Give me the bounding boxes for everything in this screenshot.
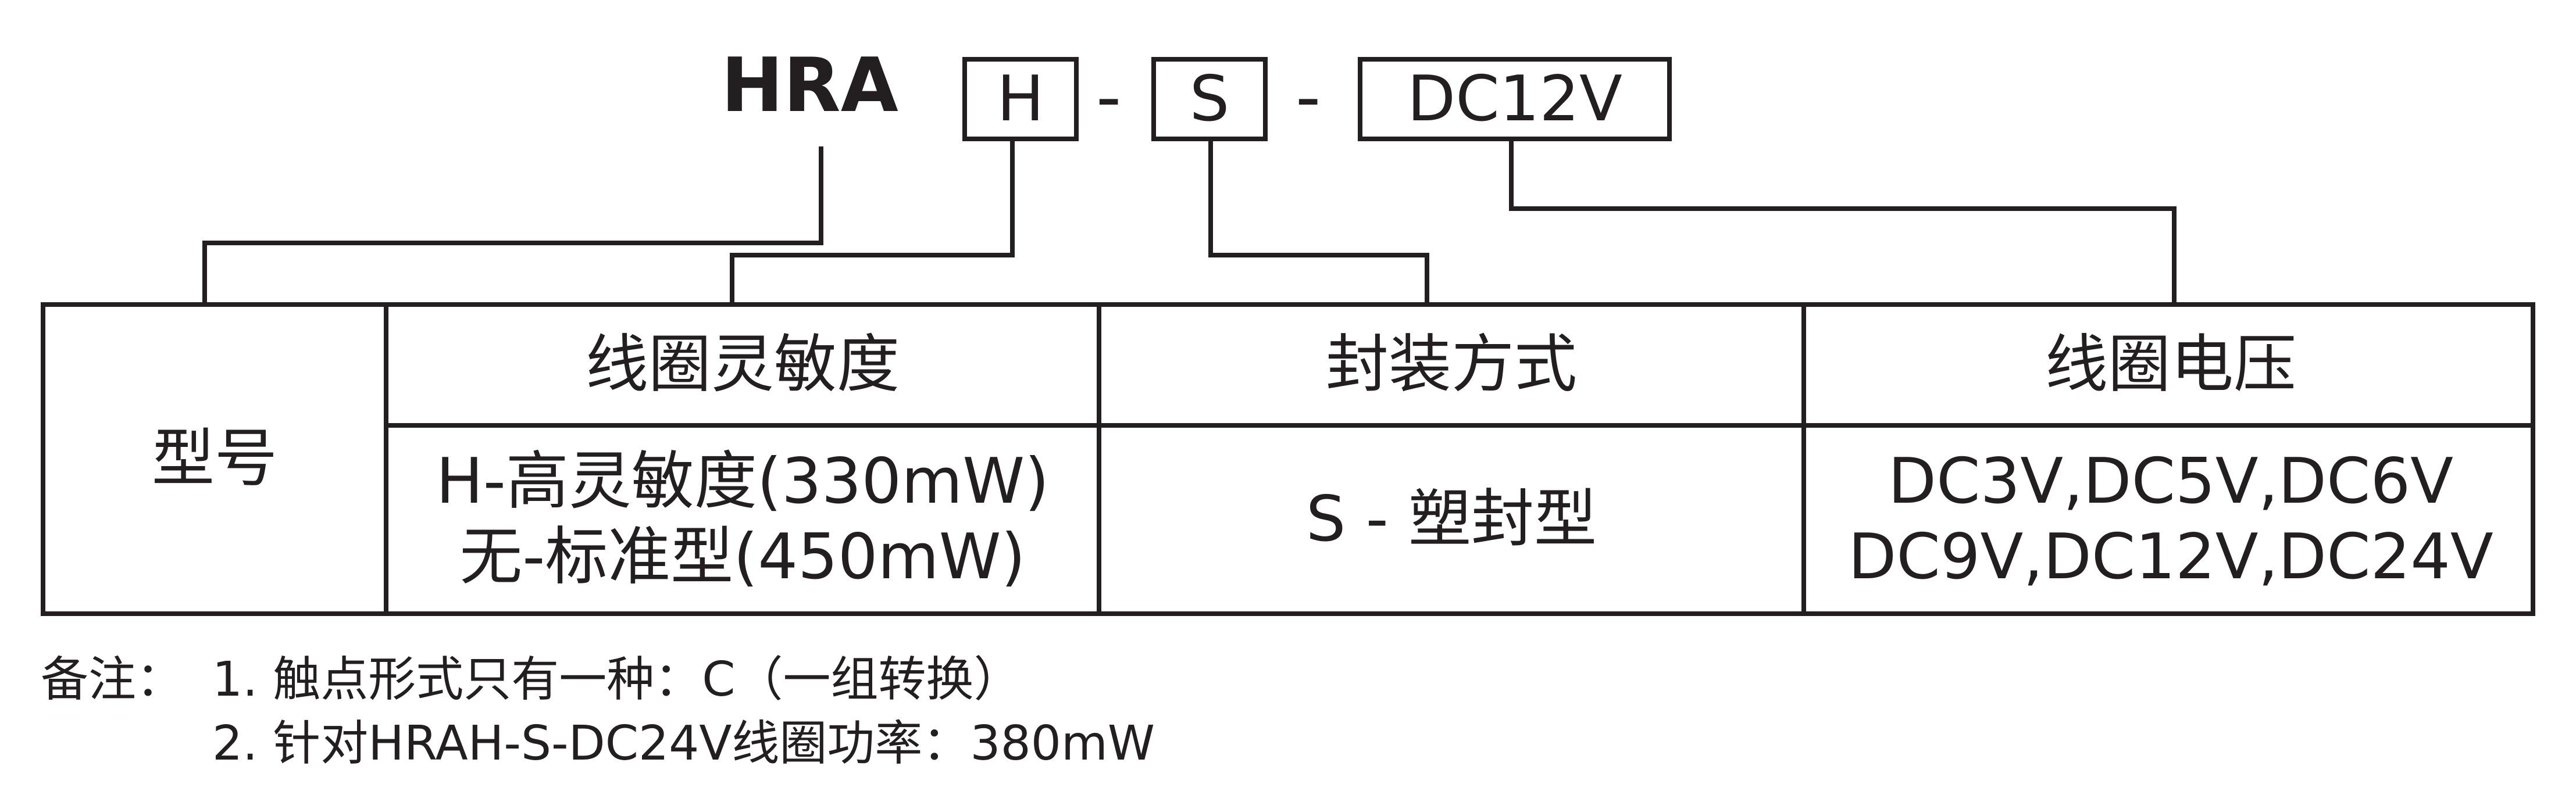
table-divider (384, 307, 388, 611)
header-sensitivity: 线圈灵敏度 (388, 307, 1097, 423)
header-label: 线圈电压 (2045, 328, 2296, 402)
connector-line (1509, 206, 2177, 211)
note-item: 1. 触点形式只有一种：C（一组转换） (212, 652, 1022, 707)
sensitivity-option: 无-标准型(450mW) (459, 521, 1026, 593)
connector-line (1425, 253, 1429, 305)
voltage-option: DC3V,DC5V,DC6V (1888, 445, 2454, 518)
connector-line (819, 146, 823, 245)
table-divider (1097, 307, 1101, 611)
sensitivity-options-cell: H-高灵敏度(330mW) 无-标准型(450mW) (388, 428, 1097, 611)
voltage-option: DC9V,DC12V,DC24V (1848, 521, 2493, 593)
voltage-code-box: DC12V (1358, 57, 1672, 141)
connector-line (2172, 206, 2177, 305)
note-item: 2. 针对HRAH-S-DC24V线圈功率：380mW (212, 716, 1155, 771)
header-voltage: 线圈电压 (1806, 307, 2535, 423)
table-divider (1801, 307, 1806, 611)
package-code-box: S (1151, 57, 1268, 141)
connector-line (730, 253, 1015, 257)
connector-line (1010, 141, 1015, 257)
connector-line (1509, 141, 1514, 211)
model-prefix: HRA (721, 42, 898, 129)
sensitivity-option: H-高灵敏度(330mW) (436, 445, 1050, 518)
separator-dash: - (1296, 57, 1321, 138)
package-options-cell: S - 塑封型 (1101, 428, 1801, 611)
connector-line (202, 241, 207, 305)
package-option: S - 塑封型 (1305, 483, 1597, 556)
sensitivity-code: H (997, 62, 1044, 135)
package-code: S (1189, 62, 1230, 135)
connector-line (730, 253, 734, 305)
model-label-cell: 型号 (45, 307, 384, 611)
connector-line (202, 241, 823, 245)
sensitivity-code-box: H (962, 57, 1079, 141)
model-label: 型号 (151, 423, 277, 496)
notes-label: 备注： (41, 652, 184, 707)
connector-line (1208, 253, 1429, 257)
header-package: 封装方式 (1101, 307, 1801, 423)
table-divider (384, 423, 2535, 428)
voltage-options-cell: DC3V,DC5V,DC6V DC9V,DC12V,DC24V (1806, 428, 2535, 611)
voltage-code: DC12V (1407, 62, 1622, 135)
header-label: 线圈灵敏度 (585, 328, 900, 402)
separator-dash: - (1096, 57, 1122, 138)
connector-line (1208, 141, 1213, 257)
header-label: 封装方式 (1325, 328, 1577, 402)
spec-table: 型号 线圈灵敏度 封装方式 线圈电压 H-高灵敏度(330mW) 无-标准型(4… (41, 302, 2535, 616)
